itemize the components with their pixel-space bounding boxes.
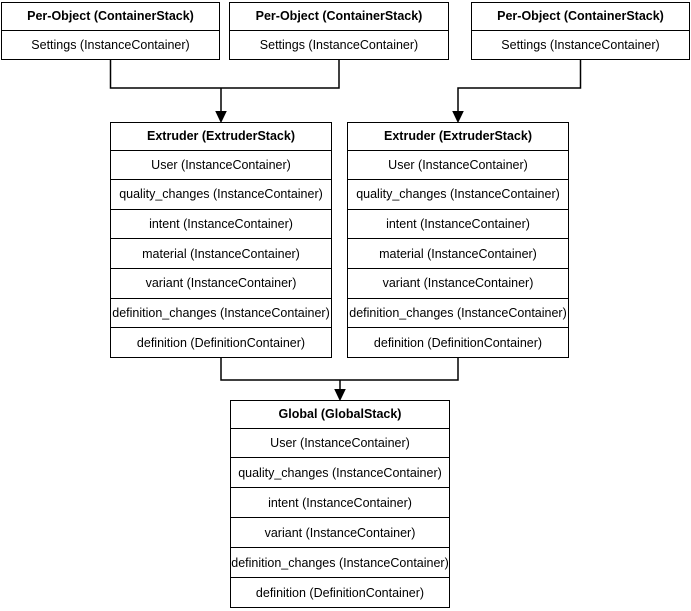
stack-row-intent: intent (InstanceContainer) bbox=[231, 488, 449, 519]
stack-row-definition-changes: definition_changes (InstanceContainer) bbox=[231, 548, 449, 579]
stack-row-variant: variant (InstanceContainer) bbox=[111, 269, 331, 299]
connector-extruders-merge bbox=[220, 358, 459, 381]
stack-row-user: User (InstanceContainer) bbox=[348, 151, 568, 181]
stack-title: Per-Object (ContainerStack) bbox=[2, 3, 219, 31]
stack-row-definition: definition (DefinitionContainer) bbox=[373, 335, 543, 350]
extruder-stack-right: Extruder (ExtruderStack) User (InstanceC… bbox=[347, 122, 569, 358]
stack-row-material: material (InstanceContainer) bbox=[348, 239, 568, 270]
stack-row-user: User (InstanceContainer) bbox=[111, 151, 331, 181]
stack-title: Extruder (ExtruderStack) bbox=[111, 123, 331, 151]
extruder-stack-left: Extruder (ExtruderStack) User (InstanceC… bbox=[110, 122, 332, 358]
connector-perobject12-merge bbox=[109, 60, 340, 89]
stack-title: Per-Object (ContainerStack) bbox=[230, 3, 448, 31]
stack-row-definition-changes: definition_changes (InstanceContainer) bbox=[111, 299, 331, 329]
arrowhead-extruder-left bbox=[215, 111, 227, 124]
stack-row-definition: definition (DefinitionContainer) bbox=[255, 585, 425, 600]
stack-row-definition-changes: definition_changes (InstanceContainer) bbox=[348, 299, 568, 329]
stack-row-material: material (InstanceContainer) bbox=[111, 239, 331, 270]
stack-row-variant: variant (InstanceContainer) bbox=[348, 269, 568, 299]
stack-row-user: User (InstanceContainer) bbox=[231, 429, 449, 459]
stack-row-intent: intent (InstanceContainer) bbox=[111, 210, 331, 240]
stack-row-quality-changes: quality_changes (InstanceContainer) bbox=[348, 180, 568, 210]
connector-perobject3-to-extruder-right bbox=[457, 60, 582, 112]
stack-row-settings: Settings (InstanceContainer) bbox=[501, 37, 660, 52]
stack-row-variant: variant (InstanceContainer) bbox=[231, 518, 449, 549]
stack-row-definition: definition (DefinitionContainer) bbox=[136, 335, 306, 350]
stack-title: Per-Object (ContainerStack) bbox=[472, 3, 689, 31]
stack-row-quality-changes: quality_changes (InstanceContainer) bbox=[111, 180, 331, 210]
stack-row-settings: Settings (InstanceContainer) bbox=[31, 37, 190, 52]
global-stack: Global (GlobalStack) User (InstanceConta… bbox=[230, 400, 450, 608]
stack-row-settings: Settings (InstanceContainer) bbox=[259, 37, 419, 52]
stack-title: Global (GlobalStack) bbox=[231, 401, 449, 429]
stack-row-intent: intent (InstanceContainer) bbox=[348, 210, 568, 240]
arrowhead-global bbox=[334, 389, 346, 402]
per-object-stack-2: Per-Object (ContainerStack) Settings (In… bbox=[229, 2, 449, 60]
arrowhead-extruder-right bbox=[452, 111, 464, 124]
per-object-stack-3: Per-Object (ContainerStack) Settings (In… bbox=[471, 2, 690, 60]
per-object-stack-1: Per-Object (ContainerStack) Settings (In… bbox=[1, 2, 220, 60]
stack-row-quality-changes: quality_changes (InstanceContainer) bbox=[231, 458, 449, 489]
stack-title: Extruder (ExtruderStack) bbox=[348, 123, 568, 151]
